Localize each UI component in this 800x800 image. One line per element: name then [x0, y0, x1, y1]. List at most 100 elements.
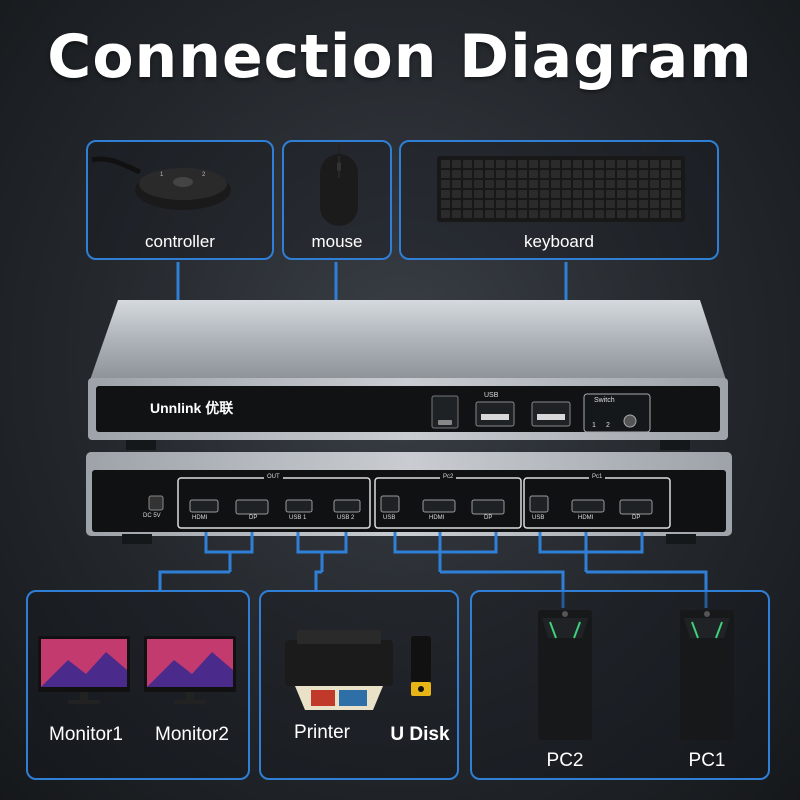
keyboard-key: [485, 210, 494, 218]
keyboard-key: [628, 210, 637, 218]
switch-label: Switch: [594, 397, 615, 404]
keyboard-key: [452, 190, 461, 198]
keyboard-key: [672, 170, 681, 178]
kvm-brand: Unnlink 优联: [150, 400, 234, 416]
page-title: Connection Diagram: [47, 22, 753, 92]
keyboard-key: [595, 180, 604, 188]
keyboard-key: [562, 200, 571, 208]
keyboard-key: [584, 200, 593, 208]
keyboard-key: [463, 210, 472, 218]
out-port-usb1-label: USB 1: [289, 515, 307, 521]
keyboard-key: [639, 210, 648, 218]
monitor1-label: Monitor1: [49, 724, 123, 745]
pc2-group-label: Pc2: [440, 474, 457, 480]
keyboard-key: [595, 200, 604, 208]
keyboard-key: [452, 170, 461, 178]
keyboard-key: [650, 170, 659, 178]
keyboard-key: [595, 160, 604, 168]
pc2-port-hdmi-label: HDMI: [429, 515, 445, 521]
keyboard-key: [562, 190, 571, 198]
monitor1-icon: [38, 636, 130, 692]
keyboard-key: [672, 210, 681, 218]
keyboard-key: [672, 190, 681, 198]
kvm-front-unit: [88, 300, 728, 450]
keyboard-key: [518, 180, 527, 188]
switch-button[interactable]: [624, 415, 636, 427]
keyboard-key: [529, 170, 538, 178]
controller-label: controller: [145, 232, 215, 251]
mouse-label: mouse: [311, 232, 363, 251]
keyboard-key: [485, 180, 494, 188]
keyboard-key: [661, 160, 670, 168]
keyboard-key: [661, 210, 670, 218]
keyboard-key: [661, 180, 670, 188]
keyboard-key: [529, 200, 538, 208]
keyboard-key: [562, 210, 571, 218]
udisk-label: U Disk: [390, 724, 450, 745]
keyboard-key: [529, 180, 538, 188]
keyboard-key: [672, 180, 681, 188]
pc2-icon: [538, 610, 592, 740]
printer-icon: [285, 630, 393, 710]
controller-icon: 1 2: [91, 156, 231, 210]
keyboard-key: [617, 180, 626, 188]
keyboard-key: [573, 210, 582, 218]
keyboard-key: [661, 170, 670, 178]
keyboard-key: [463, 200, 472, 208]
keyboard-key: [551, 160, 560, 168]
keyboard-key: [672, 200, 681, 208]
pcs-box: PC2 PC1: [470, 590, 770, 780]
keyboard-key: [485, 200, 494, 208]
keyboard-key: [529, 190, 538, 198]
keyboard-key: [628, 200, 637, 208]
output-cables: [158, 532, 708, 608]
keyboard-key: [540, 190, 549, 198]
keyboard-key: [441, 180, 450, 188]
keyboard-key: [507, 170, 516, 178]
keyboard-key: [584, 190, 593, 198]
keyboard-key: [485, 170, 494, 178]
keyboard-key: [474, 190, 483, 198]
keyboard-key: [496, 200, 505, 208]
switch-2-label: 2: [606, 422, 610, 429]
printer-label: Printer: [294, 722, 350, 743]
pc2-port-dp-label: DP: [484, 515, 493, 521]
keyboard-key: [650, 210, 659, 218]
keyboard-key: [441, 160, 450, 168]
keyboard-key: [661, 190, 670, 198]
keyboard-key: [584, 170, 593, 178]
front-usb-label: USB: [484, 392, 499, 399]
keyboard-key: [584, 160, 593, 168]
keyboard-key: [606, 200, 615, 208]
kvm-rear-unit: [86, 452, 732, 544]
keyboard-key: [474, 170, 483, 178]
pc-icons: [538, 610, 734, 740]
keyboard-key: [518, 170, 527, 178]
switch-1-label: 1: [592, 422, 596, 429]
keyboard-key: [529, 210, 538, 218]
keyboard-key: [617, 200, 626, 208]
keyboard-box: keyboard: [399, 140, 719, 260]
keyboard-key: [496, 170, 505, 178]
keyboard-key: [507, 200, 516, 208]
udisk-icon: [411, 636, 431, 696]
keyboard-key: [628, 190, 637, 198]
keyboard-key: [628, 160, 637, 168]
keyboard-key: [672, 160, 681, 168]
keyboard-key: [474, 160, 483, 168]
pc2-label: PC2: [546, 750, 584, 771]
keyboard-key: [639, 170, 648, 178]
keyboard-key: [474, 200, 483, 208]
keyboard-key: [639, 200, 648, 208]
keyboard-key: [518, 200, 527, 208]
pc2-port-usb-label: USB: [383, 515, 396, 521]
keyboard-key: [452, 210, 461, 218]
keyboard-key: [595, 170, 604, 178]
keyboard-key: [474, 210, 483, 218]
dc-label: DC 5V: [143, 513, 161, 519]
keyboard-key: [507, 180, 516, 188]
keyboard-key: [639, 180, 648, 188]
keyboard-key: [496, 160, 505, 168]
keyboard-key: [463, 160, 472, 168]
keyboard-key: [573, 200, 582, 208]
